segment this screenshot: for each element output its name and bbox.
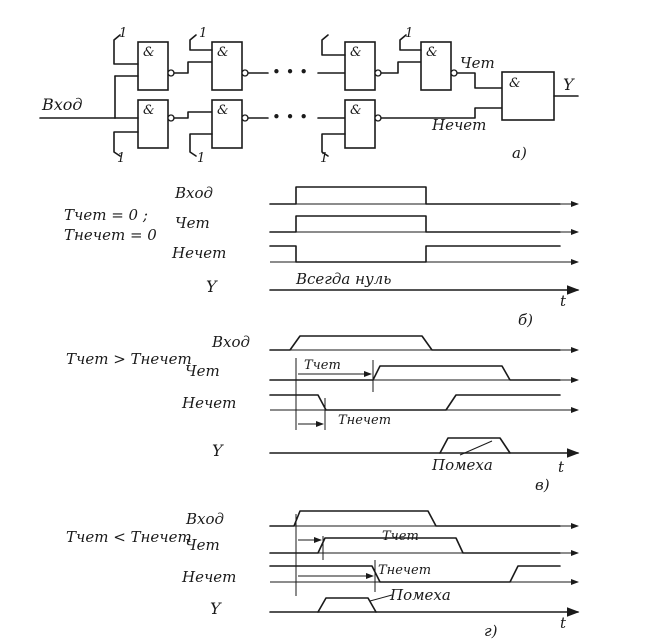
caption-g: г) <box>484 622 498 640</box>
gate-top-3 <box>344 41 376 91</box>
circuit-input-label: Вход <box>41 95 83 114</box>
panel-b-cond-2: Tнечет = 0 <box>64 226 157 244</box>
const-one-top-1: 1 <box>119 26 127 41</box>
caption-a: а) <box>512 144 527 162</box>
gate-bottom-1-symbol: & <box>143 103 155 118</box>
timing-panel-v: Tчет > Tнечет Вход Чет Tчет Нечет Tнечет… <box>66 333 580 494</box>
panel-b-cond-1: Tчет = 0 ; <box>64 206 148 224</box>
panel-g-t-odd: Tнечет <box>378 563 431 578</box>
dots-bottom: • • • <box>272 108 308 126</box>
const-one-top-4: 1 <box>405 26 413 41</box>
panel-v-input-wave <box>269 335 561 351</box>
const-one-bottom-3: 1 <box>320 151 328 166</box>
panel-v-even-wave <box>269 365 561 381</box>
panel-b-even-wave <box>269 215 561 233</box>
panel-g-odd-label: Нечет <box>181 568 236 586</box>
panel-v-odd-wave <box>269 394 561 411</box>
panel-g-input-wave <box>269 510 561 527</box>
bottom-chain: & 1 & 1 • • • & 1 Нечет <box>113 99 503 166</box>
panel-v-t-label: t <box>558 458 565 476</box>
panel-v-even-label: Чет <box>185 362 220 380</box>
gate-final <box>501 71 555 121</box>
timing-panel-b: Tчет = 0 ; Tнечет = 0 Вход Чет Нечет Y В… <box>64 184 580 329</box>
even-label: Чет <box>460 54 495 72</box>
const-one-top-2: 1 <box>199 26 207 41</box>
panel-v-t-even: Tчет <box>304 358 341 373</box>
panel-v-condition: Tчет > Tнечет <box>66 350 192 368</box>
panel-b-even-label: Чет <box>175 214 210 232</box>
gate-top-4-symbol: & <box>426 45 438 60</box>
timing-panel-g: Tчет < Tнечет Вход Чет Tчет Нечет Tнечет… <box>66 510 580 640</box>
panel-g-t-label: t <box>560 614 567 632</box>
gate-top-4 <box>420 41 452 91</box>
panel-b-odd-wave <box>269 245 561 263</box>
wire-top-1-2 <box>173 61 213 74</box>
panel-g-glitch-label: Помеха <box>389 586 451 604</box>
panel-g-even-wave <box>269 537 561 554</box>
gate-top-1 <box>137 41 169 91</box>
gate-top-2-symbol: & <box>217 45 229 60</box>
panel-v-odd-label: Нечет <box>181 394 236 412</box>
wire-const1-bottom-3 <box>321 133 346 157</box>
top-chain: & 1 & 1 • • • & & 1 <box>113 26 503 119</box>
panel-v-output-label: Y <box>212 441 224 460</box>
gate-top-3-symbol: & <box>350 45 362 60</box>
inverter-top-2 <box>241 69 249 77</box>
odd-label: Нечет <box>431 116 486 134</box>
wire-even-to-final <box>456 72 503 89</box>
gate-final-symbol: & <box>509 76 521 91</box>
panel-b-output-label: Y <box>206 277 218 296</box>
wire-odd-to-final <box>380 107 503 119</box>
panel-g-glitch-pointer <box>369 594 393 602</box>
gate-bottom-3-symbol: & <box>350 103 362 118</box>
panel-b-input-wave <box>269 186 561 205</box>
wire-const1-top-2 <box>189 34 213 51</box>
panel-b-odd-label: Нечет <box>171 244 226 262</box>
const-one-bottom-1: 1 <box>117 151 125 166</box>
inverter-bottom-2 <box>241 114 249 122</box>
panel-g-condition: Tчет < Tнечет <box>66 528 192 546</box>
panel-b-input-label: Вход <box>174 184 213 202</box>
panel-g-output-glitch <box>317 597 377 613</box>
panel-g-odd-wave <box>269 565 561 583</box>
panel-v-t-odd: Tнечет <box>338 413 391 428</box>
dots-top: • • • <box>272 63 308 81</box>
panel-b-t-label: t <box>560 292 567 310</box>
caption-v: в) <box>535 476 550 494</box>
wire-bottom-1-2 <box>173 111 213 119</box>
inverter-bottom-3 <box>374 114 382 122</box>
panel-v-input-label: Вход <box>211 333 250 351</box>
wire-top-3-4 <box>380 61 422 74</box>
panel-g-output-label: Y <box>210 599 222 618</box>
gate-top-2 <box>211 41 243 91</box>
gate-bottom-2 <box>211 99 243 149</box>
wire-const1-top-3 <box>321 34 346 56</box>
panel-v-glitch-pointer <box>459 440 493 456</box>
inverter-bottom-1 <box>167 114 175 122</box>
wire-const1-top-4 <box>399 34 422 51</box>
const-one-bottom-2: 1 <box>197 151 205 166</box>
panel-b-output-note: Всегда нуль <box>295 270 391 288</box>
inverter-top-3 <box>374 69 382 77</box>
panel-g-input-label: Вход <box>185 510 224 528</box>
gate-top-1-symbol: & <box>143 45 155 60</box>
wire-const1-bottom-2 <box>189 133 213 157</box>
panel-v-output-glitch <box>439 437 511 454</box>
panel-g-t-even: Tчет <box>382 529 419 544</box>
panel-g-even-label: Чет <box>185 536 220 554</box>
wire-const1-bottom-1 <box>113 131 139 157</box>
inverter-top-1 <box>167 69 175 77</box>
gate-bottom-1 <box>137 99 169 149</box>
wire-const1-top-1 <box>113 34 139 65</box>
circuit-output-label: Y <box>563 75 575 94</box>
gate-bottom-3 <box>344 99 376 149</box>
panel-v-glitch-label: Помеха <box>431 456 493 474</box>
gate-bottom-2-symbol: & <box>217 103 229 118</box>
circuit-schematic: Вход & 1 & 1 • • • & <box>39 26 579 166</box>
inverter-top-4 <box>450 69 458 77</box>
caption-b: б) <box>518 311 533 329</box>
